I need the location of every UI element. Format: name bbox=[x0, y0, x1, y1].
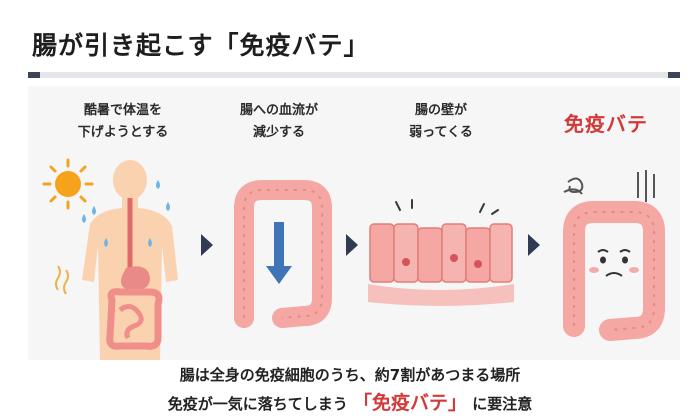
stomach bbox=[121, 266, 150, 290]
step-4-label: 免疫バテ bbox=[536, 108, 676, 137]
down-arrow-icon bbox=[266, 222, 292, 284]
villi-cells bbox=[370, 224, 512, 282]
sad-face-icon bbox=[589, 250, 639, 276]
overheated-person-illustration bbox=[38, 150, 188, 360]
footer-line-2: 免疫が一気に落ちてしまう 「免疫バテ」 に要注意 bbox=[0, 388, 700, 415]
colon-folds bbox=[574, 212, 654, 330]
colon bbox=[574, 212, 654, 330]
rule-cap-left bbox=[28, 72, 40, 78]
step-1-line-1: 酷暑で体温を bbox=[48, 100, 198, 122]
arrow-right-icon-1 bbox=[201, 234, 213, 256]
tissue-base bbox=[368, 284, 514, 306]
rule-cap-right bbox=[668, 72, 680, 78]
heat-waves-icon bbox=[56, 266, 68, 294]
step-3-line-2: 弱ってくる bbox=[366, 122, 516, 144]
step-1-line-2: 下げようとする bbox=[48, 122, 198, 144]
title-rule bbox=[28, 72, 680, 78]
step-1-label: 酷暑で体温を 下げようとする bbox=[48, 100, 198, 144]
step-2-line-2: 減少する bbox=[204, 122, 354, 144]
step-3-label: 腸の壁が 弱ってくる bbox=[366, 100, 516, 144]
arrow-right-icon-3 bbox=[528, 234, 540, 256]
footer-highlight: 「免疫バテ」 bbox=[353, 392, 467, 414]
step-2-line-1: 腸への血流が bbox=[204, 100, 354, 122]
page-title: 腸が引き起こす「免疫バテ」 bbox=[32, 26, 370, 62]
step-3-line-1: 腸の壁が bbox=[366, 100, 516, 122]
footer-line-2-post: に要注意 bbox=[472, 395, 532, 413]
arrow-right-icon-2 bbox=[346, 234, 358, 256]
exhausted-intestine-illustration bbox=[548, 168, 678, 346]
dizzy-swirl-icon bbox=[564, 178, 582, 194]
step-2-label: 腸への血流が 減少する bbox=[204, 100, 354, 144]
footer-line-1: 腸は全身の免疫細胞のうち、約7割があつまる場所 bbox=[0, 364, 700, 385]
reduced-blood-flow-illustration bbox=[222, 178, 342, 338]
gloom-lines-icon bbox=[638, 170, 654, 202]
sun-icon bbox=[44, 160, 92, 208]
weak-intestinal-wall-illustration bbox=[366, 198, 516, 306]
footer-line-2-pre: 免疫が一気に落ちてしまう bbox=[168, 395, 348, 413]
alert-marks-icon bbox=[396, 200, 498, 214]
